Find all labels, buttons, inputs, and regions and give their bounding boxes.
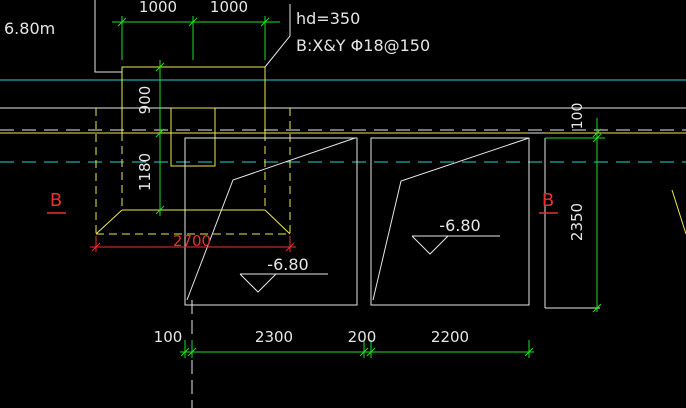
pit-right bbox=[370, 137, 530, 306]
dim-v-left-tick-mid bbox=[155, 128, 165, 138]
dim-bottom-2200: 2200 bbox=[431, 328, 469, 346]
dim-v-900: 900 bbox=[136, 86, 154, 115]
bottom-dimensions bbox=[180, 340, 534, 358]
dim-bottom-2300: 2300 bbox=[255, 328, 293, 346]
dim-top-tick-2 bbox=[188, 17, 198, 27]
pit-left bbox=[184, 137, 358, 306]
pits bbox=[184, 132, 600, 309]
leader-right bbox=[264, 4, 291, 68]
elev-right-label: -6.80 bbox=[439, 216, 480, 235]
dim-bottom-tick-4 bbox=[366, 347, 376, 357]
dim-top-1000-left: 1000 bbox=[139, 0, 177, 16]
dim-bottom-tick-3 bbox=[359, 347, 369, 357]
section-mark-left: B bbox=[47, 190, 66, 214]
dim-2700 bbox=[90, 236, 296, 252]
dim-bottom-tick-5 bbox=[524, 347, 534, 357]
leader-lines bbox=[94, 0, 291, 73]
dim-v-left-tick-top bbox=[155, 62, 165, 72]
section-right-label: B bbox=[542, 190, 554, 211]
dim-v-2350: 2350 bbox=[568, 203, 586, 241]
elevation-top-left: 6.80m bbox=[4, 19, 55, 38]
note-hd: hd=350 bbox=[296, 9, 360, 28]
elev-left-triangle bbox=[239, 273, 277, 293]
right-edge-fragment bbox=[671, 189, 686, 235]
pile-stub bbox=[170, 107, 216, 167]
note-rebar: B:X&Y Φ18@150 bbox=[296, 36, 430, 55]
dim-v-100: 100 bbox=[570, 103, 586, 130]
elevation-marker-right bbox=[411, 235, 500, 255]
leader-left bbox=[94, 0, 122, 73]
dim-2700-label: 2700 bbox=[173, 232, 211, 250]
dim-2700-tick-left bbox=[91, 242, 101, 252]
elevation-marker-left bbox=[239, 273, 328, 293]
dim-2700-tick-right bbox=[285, 242, 295, 252]
elev-right-triangle bbox=[411, 235, 449, 255]
right-vertical-dimensions bbox=[545, 118, 605, 313]
dim-bottom-200: 200 bbox=[348, 328, 377, 346]
elev-left-label: -6.80 bbox=[267, 255, 308, 274]
dim-bottom-tick-1 bbox=[180, 347, 190, 357]
section-left-label: B bbox=[50, 190, 62, 211]
left-vertical-dimensions bbox=[155, 60, 165, 216]
dim-v-right-tick-bot bbox=[592, 303, 602, 313]
dim-top-tick-3 bbox=[260, 17, 270, 27]
pit-left-slope-line bbox=[186, 137, 356, 301]
pile-cap-top-block bbox=[121, 66, 266, 134]
dim-v-1180: 1180 bbox=[136, 153, 154, 191]
top-dimensions bbox=[112, 16, 280, 60]
pile-cap bbox=[95, 66, 291, 235]
dim-bottom-100: 100 bbox=[154, 328, 183, 346]
section-mark-right: B bbox=[539, 190, 558, 214]
pit-right-slope-line bbox=[372, 137, 530, 301]
dim-top-1000-right: 1000 bbox=[210, 0, 248, 16]
dim-top-tick-1 bbox=[117, 17, 127, 27]
footing-chamfer-left bbox=[95, 209, 123, 235]
dim-v-left-tick-bot bbox=[155, 205, 165, 215]
footing-chamfer-right bbox=[264, 209, 291, 235]
dim-bottom-tick-2 bbox=[187, 347, 197, 357]
dim-v-right-tick-top bbox=[592, 128, 602, 138]
